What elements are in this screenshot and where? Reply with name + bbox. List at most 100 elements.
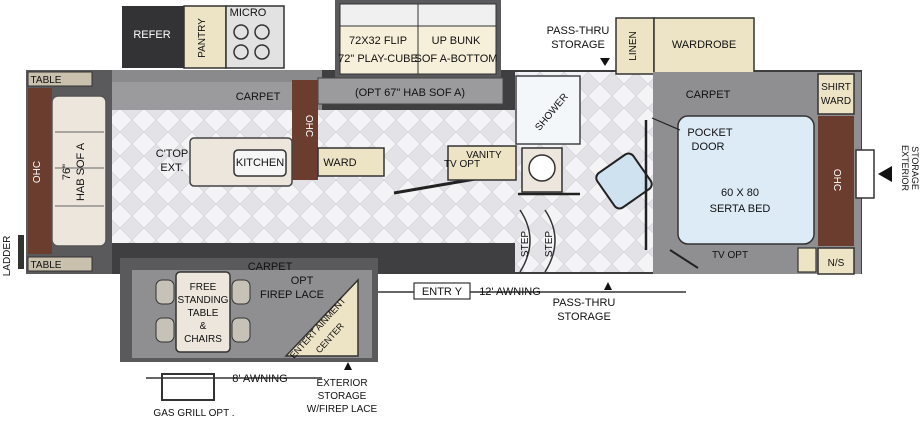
label-step-2: STEP bbox=[544, 231, 555, 257]
kitchen-slideout-carpet bbox=[112, 82, 312, 110]
label-flip-bunk-2: UP BUNK bbox=[432, 35, 481, 47]
entertainment-center bbox=[284, 278, 359, 357]
label-fire-1: OPT bbox=[291, 275, 314, 287]
label-ohc-kitchen: OHC bbox=[303, 115, 314, 137]
label-ward: WARD bbox=[323, 157, 356, 169]
label-pass-thru-top-2: STORAGE bbox=[551, 39, 605, 51]
label-ext-fire-2: STORAGE bbox=[318, 391, 367, 402]
label-pantry: PANTRY bbox=[197, 18, 208, 58]
label-sofa-2: HAB SOF A bbox=[75, 142, 87, 201]
step-arc bbox=[519, 209, 531, 273]
vanity-box bbox=[447, 145, 517, 181]
label-free-4: & bbox=[200, 321, 207, 332]
toilet-area bbox=[595, 152, 653, 210]
label-ohc-left: OHC bbox=[32, 161, 43, 183]
chair bbox=[155, 279, 175, 305]
label-micro: MICRO bbox=[230, 7, 267, 19]
fireplace-arrow bbox=[344, 362, 352, 370]
label-flip-bunk-1: 72X32 FLIP bbox=[349, 35, 407, 47]
pass-thru-arrow bbox=[604, 282, 612, 290]
label-bed-1: 60 X 80 bbox=[721, 187, 759, 199]
label-carpet-dinette: CARPET bbox=[248, 261, 293, 273]
chair bbox=[155, 317, 175, 343]
ladder-bar bbox=[18, 235, 24, 269]
label-entry: ENTR Y bbox=[422, 286, 463, 298]
label-refer: REFER bbox=[133, 29, 170, 41]
burner bbox=[233, 44, 249, 60]
micro-box bbox=[225, 5, 285, 69]
label-ext-storage-1: EXTERIOR bbox=[900, 145, 910, 192]
label-pocket-2: DOOR bbox=[692, 141, 725, 153]
label-bed-2: SERTA BED bbox=[710, 203, 771, 215]
shirt-ward-box bbox=[817, 73, 855, 115]
label-free-5: CHAIRS bbox=[184, 334, 222, 345]
label-free-3: TABLE bbox=[188, 308, 219, 319]
label-awning-12: 12' AWNING bbox=[479, 286, 541, 298]
chair bbox=[231, 279, 251, 305]
burner bbox=[254, 44, 270, 60]
table-top-box bbox=[27, 71, 93, 87]
burner bbox=[254, 24, 270, 40]
chair bbox=[231, 317, 251, 343]
label-ext-storage-2: STORAGE bbox=[910, 146, 920, 190]
label-ctop-2: EXT. bbox=[160, 162, 183, 174]
label-ext-fire-1: EXTERIOR bbox=[316, 378, 367, 389]
burner bbox=[233, 24, 249, 40]
label-awning-8: 8' AWNING bbox=[232, 373, 287, 385]
label-ohc-right: OHC bbox=[831, 169, 842, 191]
table-bottom-box bbox=[27, 256, 93, 272]
refer-box bbox=[122, 6, 184, 68]
label-pass-thru-bottom-2: STORAGE bbox=[557, 311, 611, 323]
sofa bbox=[51, 95, 107, 247]
label-wardrobe: WARDROBE bbox=[672, 39, 736, 51]
ward-box bbox=[317, 147, 385, 177]
tv-line bbox=[669, 249, 699, 269]
linen-box bbox=[615, 17, 655, 75]
label-pocket-1: POCKET bbox=[687, 127, 733, 139]
bed bbox=[677, 115, 815, 245]
label-shirt-1: SHIRT bbox=[821, 82, 851, 93]
label-carpet-bed: CARPET bbox=[686, 89, 731, 101]
entry-box bbox=[413, 282, 471, 300]
ext-storage-box bbox=[855, 149, 875, 199]
label-free-1: FREE bbox=[190, 282, 217, 293]
label-ctop-1: C'TOP bbox=[156, 148, 188, 160]
label-tv-opt-bed: TV OPT bbox=[712, 250, 748, 261]
label-hab-sofa-opt: (OPT 67" HAB SOF A) bbox=[355, 87, 465, 99]
label-fire-2: FIREP LACE bbox=[260, 289, 324, 301]
label-tv-opt-mid: TV OPT bbox=[444, 159, 480, 170]
label-step-1: STEP bbox=[520, 231, 531, 257]
pantry-box bbox=[183, 5, 227, 69]
label-table-top: TABLE bbox=[31, 75, 62, 86]
sink bbox=[233, 149, 287, 177]
label-kitchen: KITCHEN bbox=[236, 157, 284, 169]
label-sofa-1: 76" bbox=[61, 164, 73, 180]
shower-box bbox=[515, 75, 581, 145]
dinette-table bbox=[175, 271, 231, 353]
label-carpet-kitchen: CARPET bbox=[236, 91, 281, 103]
ns-box-left bbox=[797, 247, 817, 273]
ns-box bbox=[817, 247, 855, 275]
pass-thru-top-arrow bbox=[600, 58, 610, 66]
ext-storage-arrow bbox=[878, 166, 892, 182]
label-linen: LINEN bbox=[628, 31, 639, 60]
label-vanity: VANITY bbox=[466, 150, 502, 161]
label-pass-thru-bottom-1: PASS-THRU bbox=[553, 297, 616, 309]
label-play-cube-2: SOF A-BOTTOM bbox=[415, 53, 498, 65]
label-pass-thru-top-1: PASS-THRU bbox=[547, 25, 610, 37]
sink-bowl bbox=[528, 154, 556, 182]
label-ext-fire-3: W/FIREP LACE bbox=[307, 404, 378, 415]
label-ladder: LADDER bbox=[2, 236, 13, 277]
label-table-bottom: TABLE bbox=[31, 260, 62, 271]
label-shirt-2: WARD bbox=[821, 96, 851, 107]
label-gas-grill: GAS GRILL OPT . bbox=[153, 408, 234, 419]
ohc-kitchen-box bbox=[292, 80, 318, 180]
label-ns: N/S bbox=[828, 258, 845, 269]
label-free-2: STANDING bbox=[178, 295, 229, 306]
step-arc bbox=[544, 209, 556, 273]
ohc-right-box bbox=[818, 116, 854, 246]
pocket-door-line bbox=[651, 117, 681, 131]
ohc-left-box bbox=[28, 88, 52, 254]
hab-sofa-strip bbox=[317, 77, 504, 105]
